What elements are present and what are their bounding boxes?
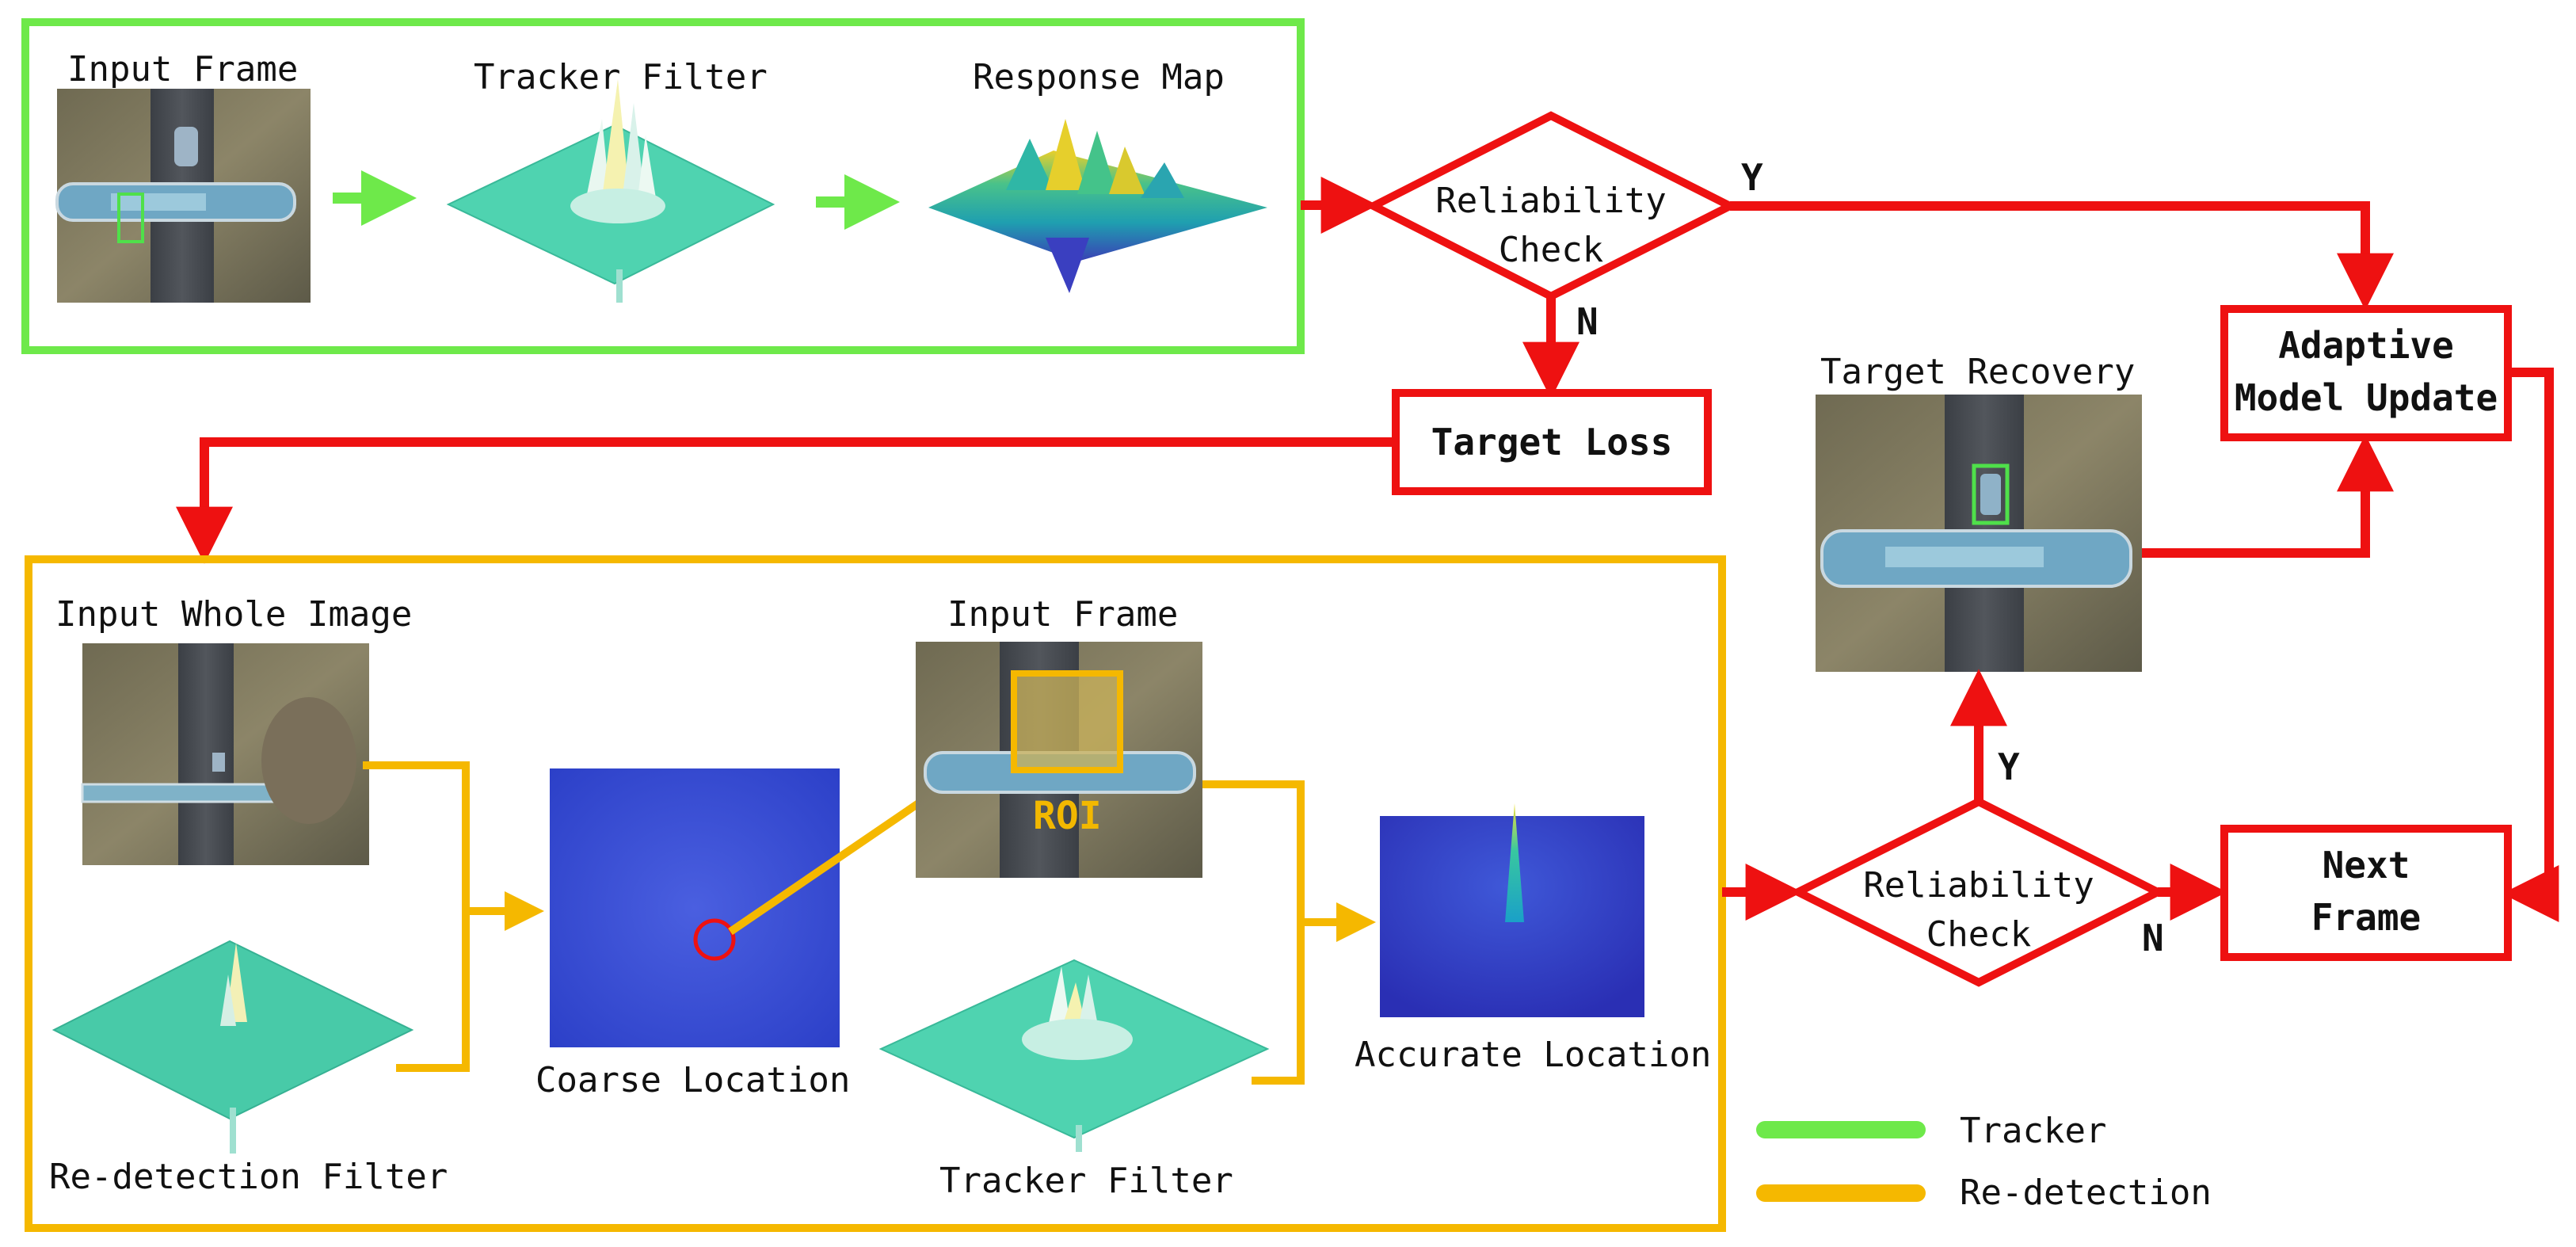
- redetection-input-frame-label: Input Frame: [947, 594, 1178, 635]
- reliability-check-bottom-line1: Reliability: [1863, 865, 2094, 906]
- legend-tracker-label: Tracker: [1960, 1111, 2106, 1151]
- coarse-location-label: Coarse Location: [535, 1060, 850, 1100]
- tracker-input-frame-label: Input Frame: [67, 49, 298, 90]
- next-frame-line1: Next: [2323, 844, 2410, 887]
- legend-redetection-label: Re-detection: [1960, 1173, 2212, 1213]
- tracker-filter-connector: [1252, 922, 1305, 1085]
- accurate-location-peak: [1505, 803, 1524, 922]
- reliability-check-bottom-line2: Check: [1926, 914, 2031, 955]
- reliability-check-top-line2: Check: [1499, 230, 1603, 270]
- next-frame-box: [2220, 825, 2512, 961]
- input-whole-image-label: Input Whole Image: [55, 594, 412, 635]
- flow-update-to-next: [2502, 368, 2559, 922]
- tracker-filter-label: Tracker Filter: [474, 57, 768, 97]
- response-map-label: Response Map: [973, 57, 1225, 97]
- flow-recovery-to-update: [2142, 434, 2394, 558]
- whole-image-connector: [363, 761, 470, 911]
- target-recovery-image: [1816, 395, 2142, 672]
- reliability-check-top-line1: Reliability: [1435, 181, 1666, 221]
- response-map-surface: [928, 119, 1267, 293]
- bottom-no-label: N: [2142, 917, 2164, 959]
- bottom-yes-label: Y: [1998, 746, 2020, 788]
- redetection-filter-surface: [51, 940, 414, 1154]
- coarse-location-map: [550, 768, 840, 1047]
- redetection-input-frame-image: [916, 642, 1202, 878]
- roi-label: ROI: [1033, 794, 1102, 838]
- redetection-filter-connector: [396, 911, 470, 1072]
- input-frame-connector: [1202, 780, 1305, 922]
- redetection-filter-label: Re-detection Filter: [49, 1157, 448, 1197]
- target-loss-box: [1392, 389, 1712, 495]
- accurate-location-label: Accurate Location: [1355, 1035, 1711, 1075]
- redetection-tracker-filter-label: Tracker Filter: [939, 1161, 1233, 1201]
- top-yes-label: Y: [1741, 156, 1763, 199]
- roi-box: [1011, 670, 1123, 773]
- target-recovery-label: Target Recovery: [1820, 352, 2135, 392]
- input-whole-image: [81, 643, 369, 865]
- next-frame-line2: Frame: [2311, 896, 2421, 939]
- flow-loss-to-redetection: [176, 437, 1396, 564]
- adaptive-model-update-line1: Adaptive: [2278, 324, 2454, 367]
- tracker-input-frame-image: [55, 89, 311, 303]
- tracker-panel: [21, 18, 1305, 354]
- tracker-filter-surface: [446, 79, 775, 303]
- adaptive-model-update-line2: Model Update: [2235, 376, 2498, 419]
- top-no-label: N: [1576, 300, 1599, 343]
- target-loss-label: Target Loss: [1431, 421, 1673, 463]
- flow-yes-to-update: [1730, 201, 2394, 311]
- coarse-location-marker: [693, 918, 736, 961]
- redetection-tracker-filter-surface: [878, 959, 1270, 1152]
